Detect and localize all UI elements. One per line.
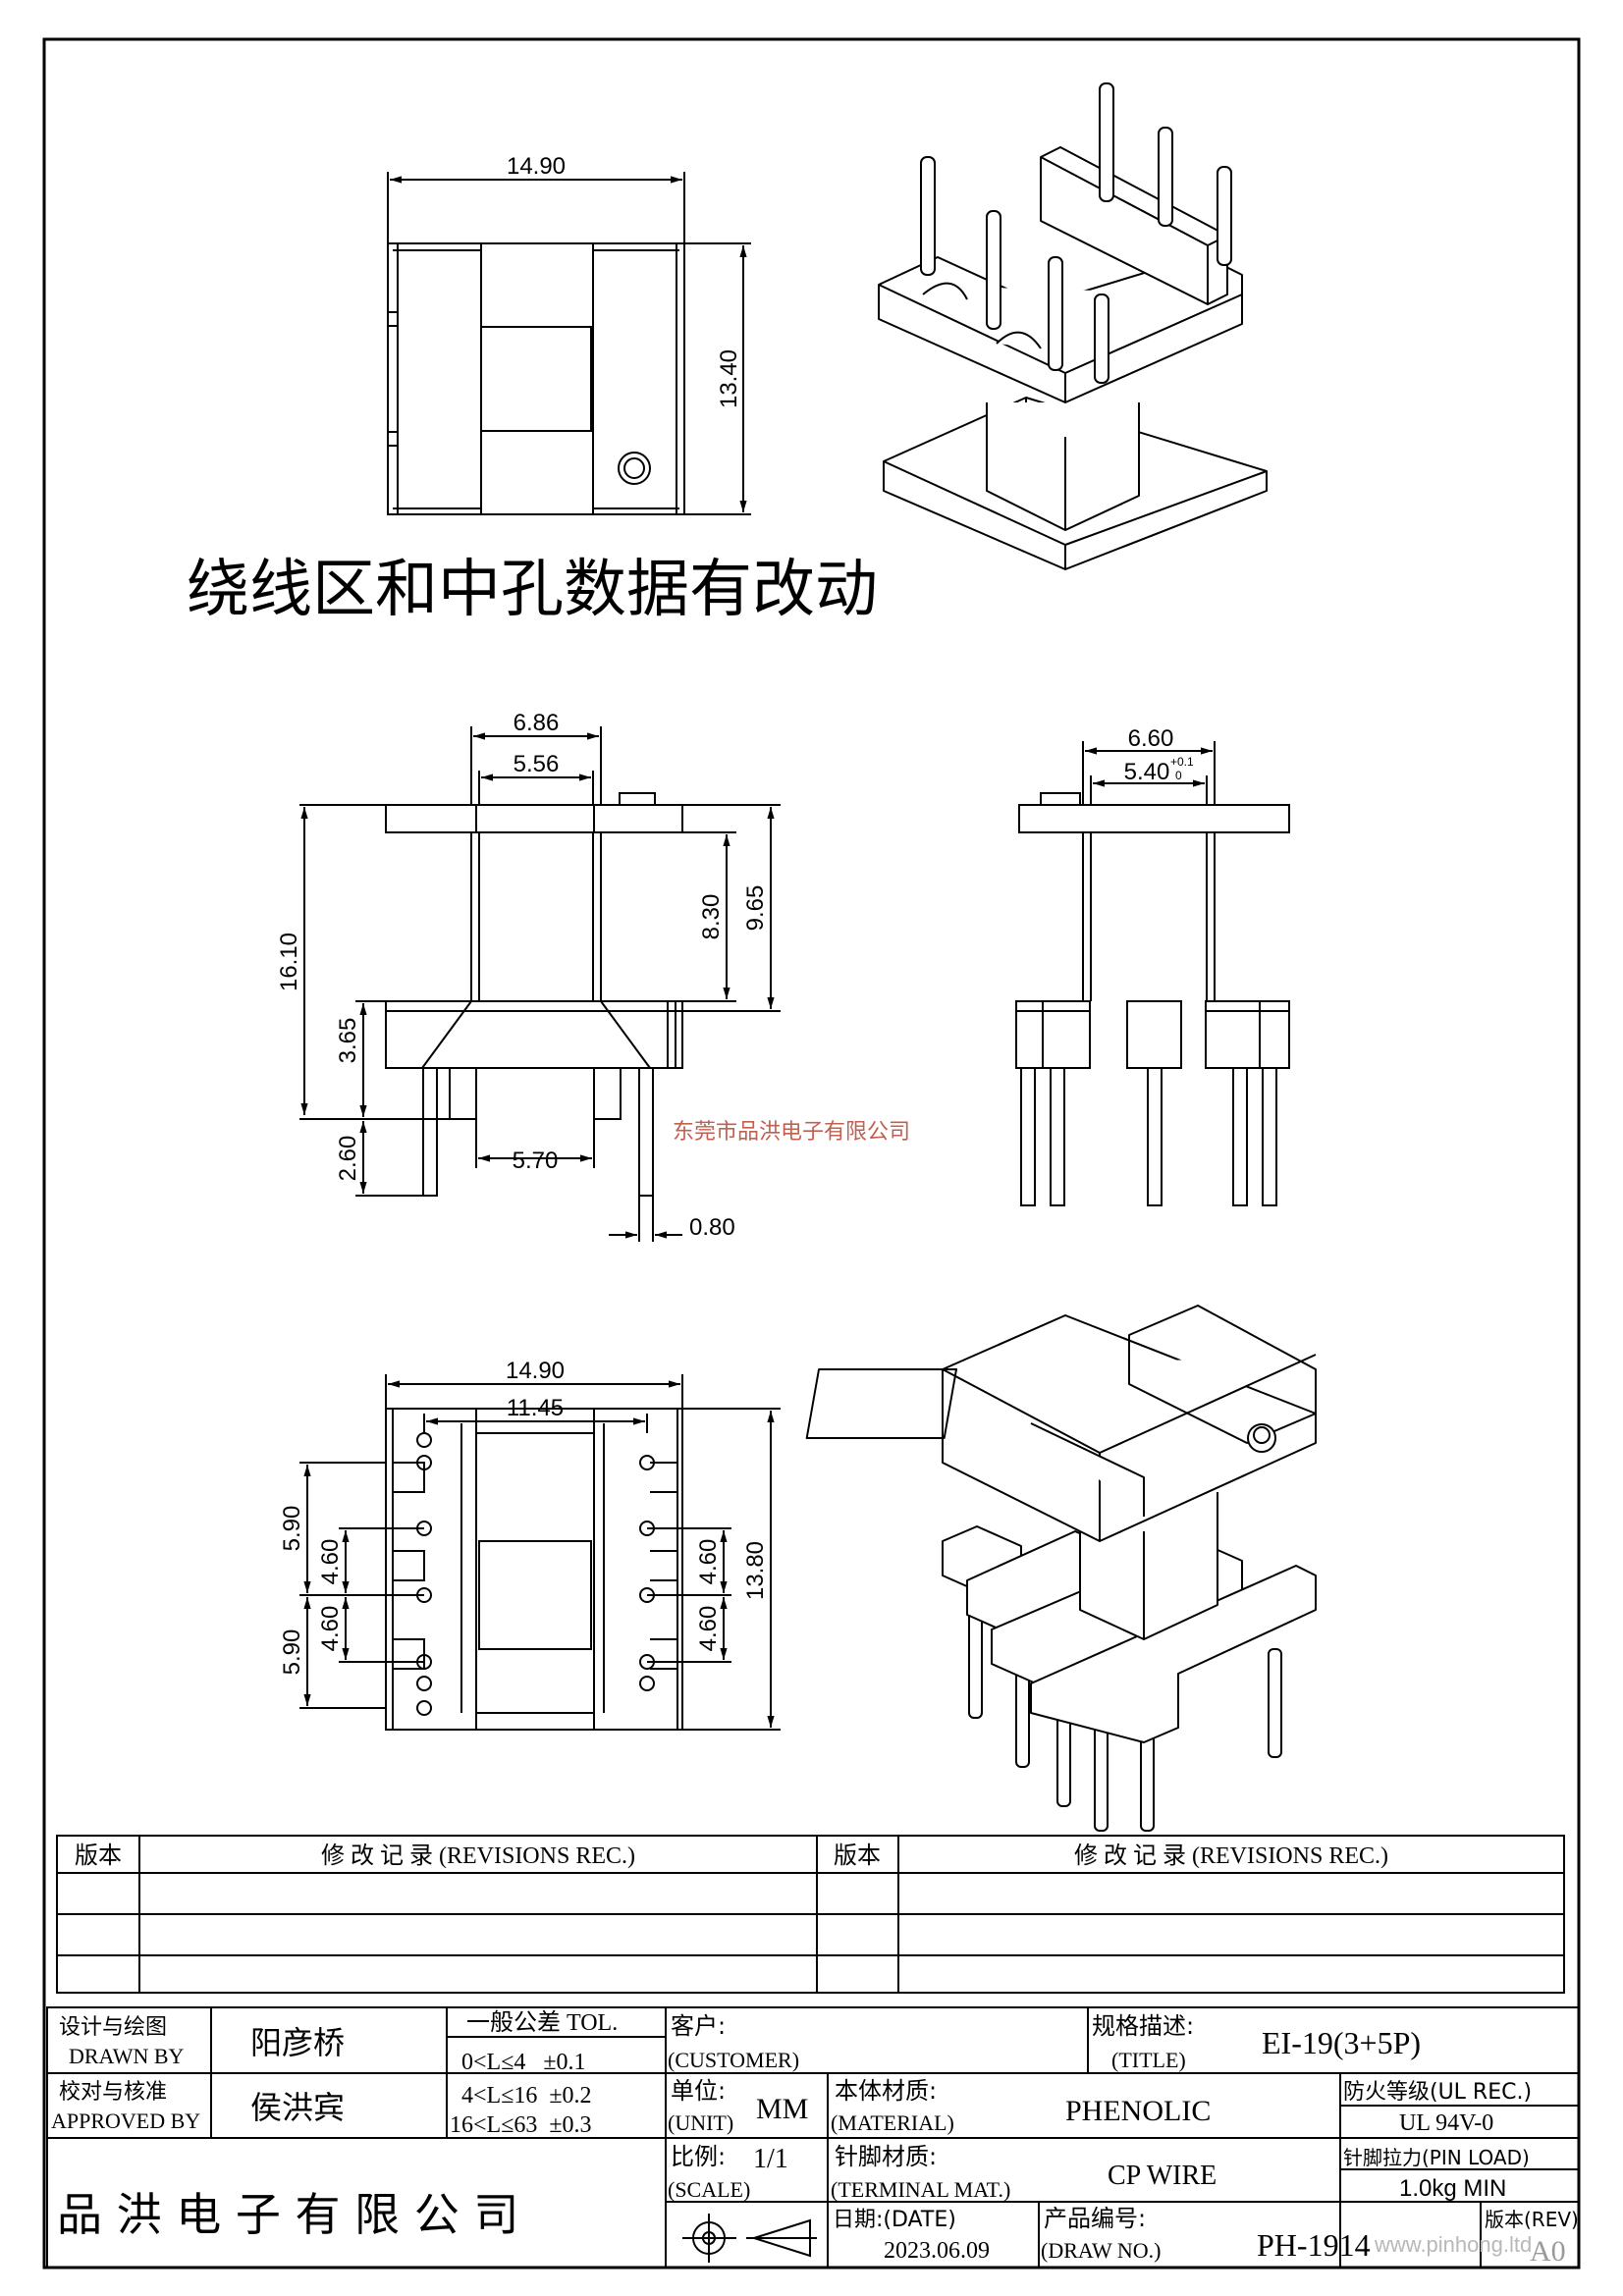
website-watermark: www.pinhong.ltd	[1374, 2232, 1532, 2257]
dim-side-tol-plus: +0.1	[1170, 755, 1194, 769]
projection-symbol-icon	[682, 2214, 817, 2263]
dim-flange-height: 3.65	[335, 1018, 361, 1064]
watermark-company: 东莞市品洪电子有限公司	[673, 1120, 910, 1145]
date-label: 日期:(DATE)	[833, 2208, 956, 2232]
company-name: 品 洪 电 子 有 限 公 司	[57, 2188, 518, 2241]
dim-pin-length: 2.60	[335, 1136, 361, 1182]
iso-view-top	[878, 82, 1268, 570]
dim-pin-diameter: 0.80	[689, 1214, 735, 1241]
side-view	[1015, 741, 1290, 1206]
dim-side-outer: 6.60	[1128, 725, 1174, 752]
draw-no-en: (DRAW NO.)	[1041, 2238, 1161, 2263]
pin-load-label: 针脚拉力(PIN LOAD)	[1343, 2146, 1530, 2169]
dim-bottom-pin-row: 11.45	[507, 1395, 564, 1421]
dim-left-c: 4.60	[317, 1606, 344, 1652]
date-value: 2023.06.09	[884, 2238, 990, 2264]
approved-by-cn: 校对与核准	[59, 2080, 167, 2105]
front-view	[299, 726, 781, 1242]
draw-no-cn: 产品编号:	[1044, 2205, 1146, 2232]
drawn-by-cn: 设计与绘图	[59, 2015, 167, 2040]
revisions-table	[56, 1835, 1565, 1994]
pin1-mark-circle	[618, 452, 651, 485]
dim-overall-height: 9.65	[742, 885, 769, 932]
rev-col-record-2: 修 改 记 录 (REVISIONS REC.)	[1074, 1842, 1388, 1869]
tol-title: 一般公差 TOL.	[466, 2009, 618, 2036]
fire-rating-value: UL 94V-0	[1399, 2110, 1493, 2136]
material-en: (MATERIAL)	[831, 2110, 954, 2135]
approved-by-name: 侯洪宾	[250, 2089, 345, 2126]
pin-load-value: 1.0kg MIN	[1399, 2175, 1506, 2202]
bottom-pin-holes	[416, 1432, 655, 1716]
drawn-by-en: DRAWN BY	[69, 2044, 185, 2068]
dim-top-inner: 5.56	[514, 751, 560, 777]
dim-total-height: 16.10	[276, 933, 302, 991]
tol-range-3: 16<L≤63 ±0.3	[450, 2112, 592, 2138]
rev-col-version: 版本	[75, 1842, 122, 1869]
dim-side-inner: 5.40	[1124, 759, 1170, 785]
dim-top-height: 13.40	[716, 349, 742, 408]
terminal-mat-en: (TERMINAL MAT.)	[831, 2177, 1010, 2202]
dim-side-tol-minus: 0	[1175, 769, 1182, 782]
dim-top-width: 14.90	[507, 153, 566, 180]
dim-winding-height: 8.30	[698, 894, 725, 940]
terminal-mat-value: CP WIRE	[1108, 2161, 1217, 2191]
material-cn: 本体材质:	[835, 2077, 937, 2105]
tol-range-2: 4<L≤16 ±0.2	[461, 2083, 592, 2109]
scale-value: 1/1	[753, 2144, 788, 2174]
dim-left-a: 5.90	[279, 1506, 305, 1552]
customer-cn: 客户:	[671, 2012, 726, 2040]
iso-pins	[920, 82, 1232, 384]
sheet-border	[42, 37, 1581, 2269]
fire-rating-label: 防火等级(UL REC.)	[1343, 2080, 1532, 2105]
tol-range-1: 0<L≤4 ±0.1	[461, 2050, 586, 2075]
dim-top-outer: 6.86	[514, 710, 560, 736]
scale-en: (SCALE)	[668, 2177, 750, 2202]
terminal-mat-cn: 针脚材质:	[835, 2143, 937, 2170]
dim-bottom-width: 14.90	[506, 1358, 565, 1384]
rev-col-version-2: 版本	[834, 1842, 881, 1869]
material-value: PHENOLIC	[1065, 2095, 1211, 2127]
customer-en: (CUSTOMER)	[668, 2048, 799, 2072]
revision-note: 绕线区和中孔数据有改动	[187, 554, 878, 626]
dim-right-a: 4.60	[695, 1539, 722, 1585]
draw-no-value: PH-1914	[1257, 2227, 1371, 2263]
approved-by-en: APPROVED BY	[51, 2109, 200, 2133]
title-en: (TITLE)	[1111, 2048, 1186, 2072]
bottom-view	[299, 1374, 781, 1731]
dim-bottom-height: 13.80	[742, 1541, 769, 1600]
title-value: EI-19(3+5P)	[1262, 2025, 1421, 2060]
dim-left-d: 5.90	[279, 1629, 305, 1676]
rev-value: A0	[1530, 2235, 1566, 2268]
unit-en: (UNIT)	[668, 2110, 733, 2135]
dim-left-b: 4.60	[317, 1539, 344, 1585]
rev-label: 版本(REV)	[1485, 2208, 1579, 2231]
rev-col-record: 修 改 记 录 (REVISIONS REC.)	[321, 1842, 635, 1869]
title-block	[46, 2006, 1580, 2269]
iso-view-bottom	[805, 1305, 1317, 1832]
scale-cn: 比例:	[671, 2143, 726, 2170]
unit-cn: 单位:	[671, 2077, 726, 2105]
dim-pin-span: 5.70	[513, 1148, 559, 1174]
drawn-by-name: 阳彦桥	[250, 2024, 345, 2061]
top-view	[387, 172, 751, 515]
dim-right-b: 4.60	[695, 1606, 722, 1652]
title-cn: 规格描述:	[1092, 2012, 1194, 2040]
unit-value: MM	[756, 2093, 808, 2125]
